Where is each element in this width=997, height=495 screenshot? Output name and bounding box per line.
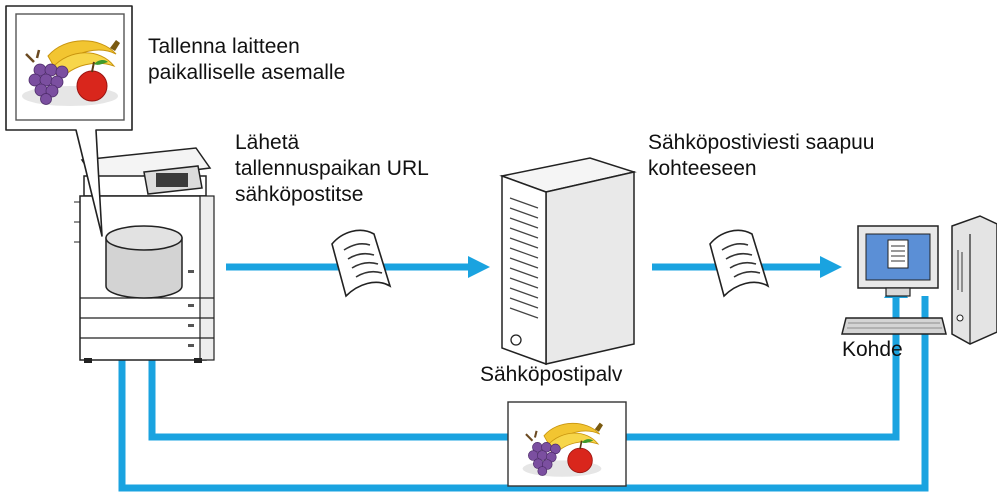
destination-label: Kohde <box>842 338 903 361</box>
delivered-image <box>507 401 627 487</box>
local-storage-callout <box>5 5 133 237</box>
document-icon <box>709 229 769 297</box>
local-storage-label: Tallenna laitteen paikalliselle asemalle <box>148 35 346 84</box>
mail-server-label: Sähköpostipalv <box>480 363 623 386</box>
storage-icon <box>105 225 183 299</box>
send-url-label: Lähetä tallennuspaikan URL sähköpostitse <box>235 131 429 206</box>
document-icon <box>331 229 391 297</box>
server-icon <box>499 157 637 366</box>
email-arrives-label: Sähköpostiviesti saapuu kohteeseen <box>648 131 875 180</box>
computer-icon <box>841 215 997 345</box>
